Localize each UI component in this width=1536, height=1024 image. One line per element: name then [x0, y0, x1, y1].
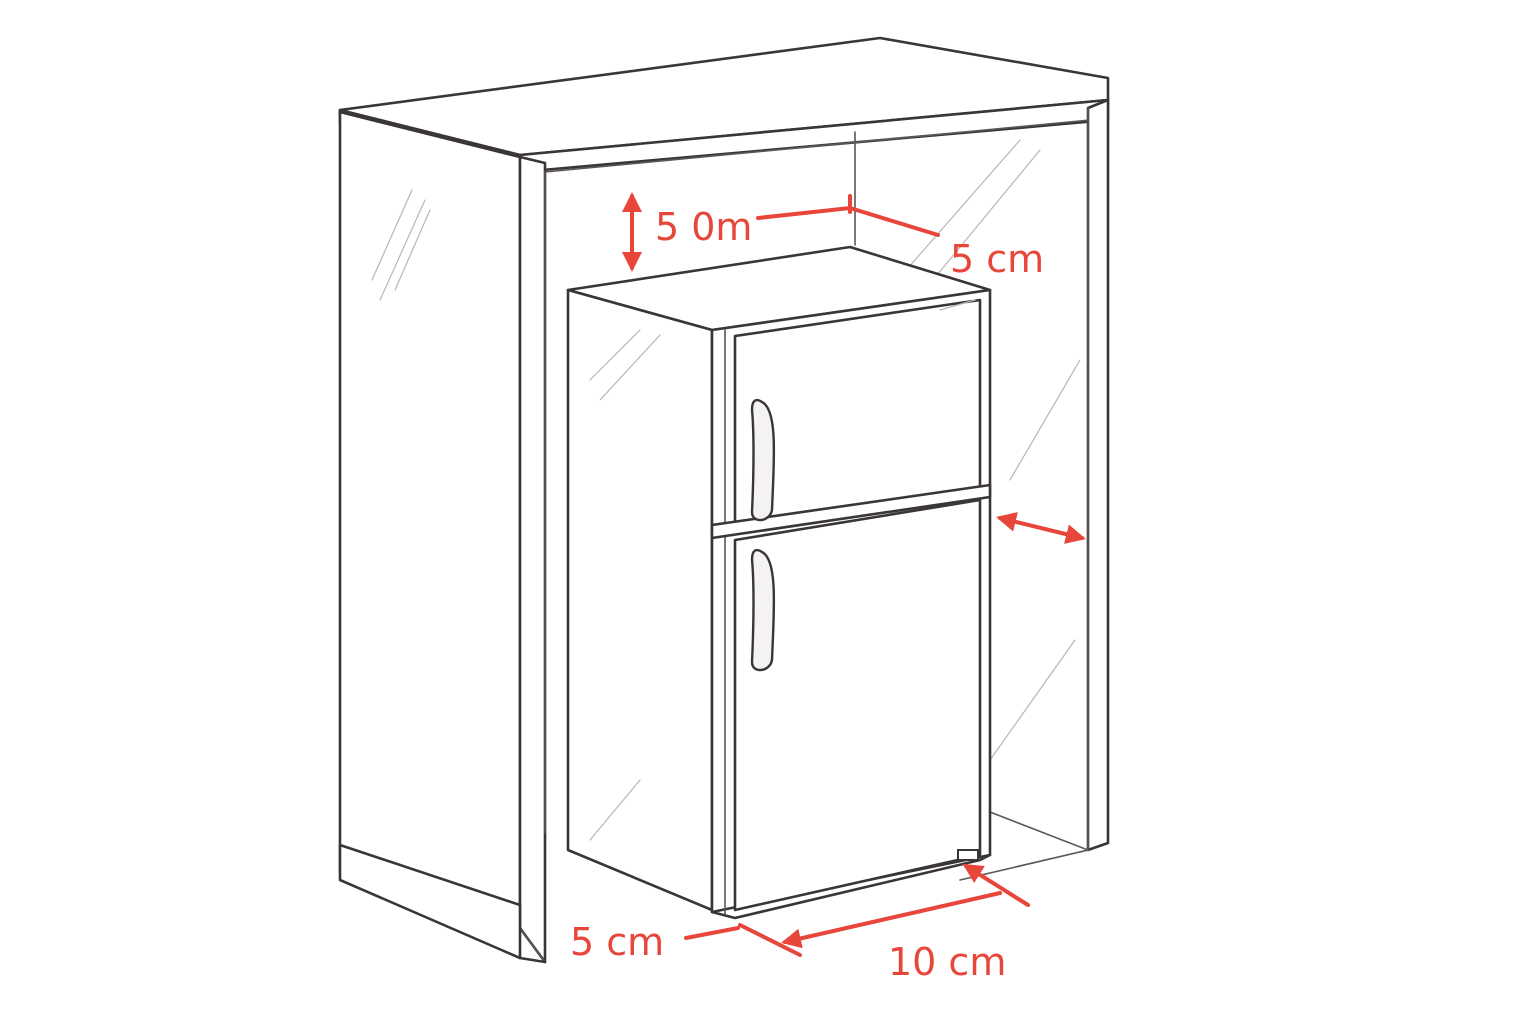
cabinet-left-panel-edge — [518, 155, 547, 964]
top-gap-leader — [756, 205, 940, 237]
fridge-left-side — [566, 288, 714, 912]
front-left-label: 5 cm — [570, 920, 664, 964]
cabinet-left-panel — [338, 110, 522, 930]
mini-fridge — [566, 245, 992, 920]
cabinet-floor-right — [959, 811, 1091, 881]
double-arrow-icon — [996, 512, 1086, 544]
bottom-right-arrow — [962, 863, 1030, 907]
fridge-shading — [589, 299, 976, 841]
cabinet-right-panel — [1086, 98, 1110, 852]
cabinet-inner-top-edge — [544, 119, 1091, 173]
fridge-main-door — [733, 498, 982, 912]
dimension-markings: 5 0m 5 cm 5 cm 10 cm — [570, 192, 1086, 984]
fridge-foot — [957, 849, 979, 861]
bottom-width-label: 10 cm — [888, 940, 1006, 984]
bottom-left-tick — [738, 923, 802, 957]
top-gap-label: 5 0m — [655, 205, 752, 249]
fridge-door-handle — [750, 548, 776, 672]
bottom-width-arrow — [781, 891, 1002, 949]
fridge-bottom-edge — [710, 853, 992, 920]
cabinet — [338, 36, 1110, 964]
freezer-door-handle — [750, 398, 776, 522]
cabinet-left-bottom-edge — [518, 956, 547, 964]
fridge-divider — [710, 483, 992, 540]
front-left-leader — [684, 926, 740, 940]
back-gap-label: 5 cm — [950, 237, 1044, 281]
cabinet-left-foot — [519, 927, 546, 963]
